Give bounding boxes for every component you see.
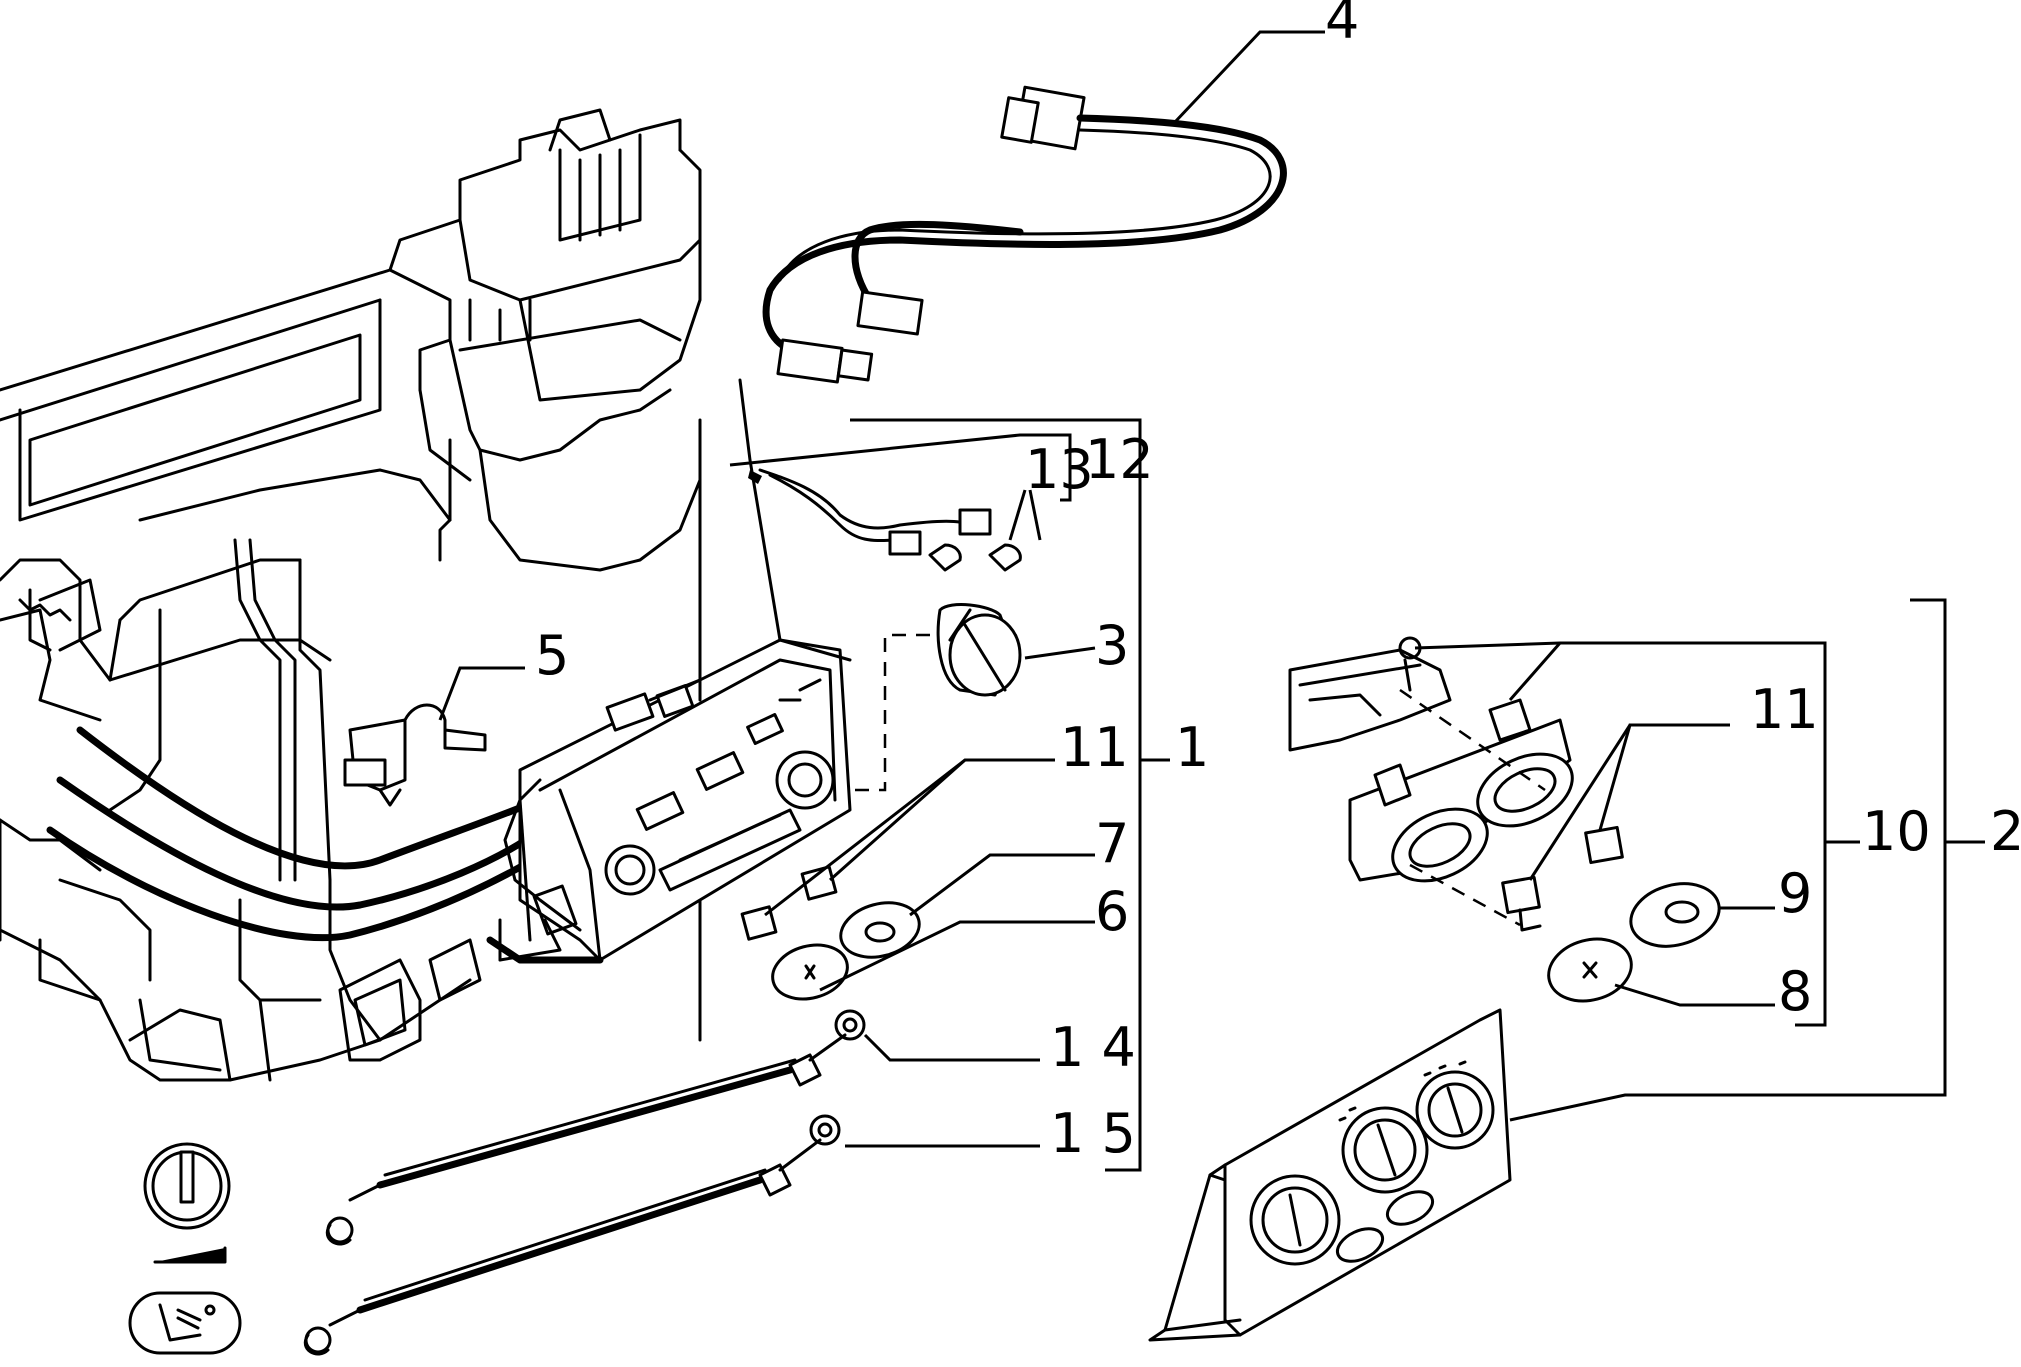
callout-3-label: 3 bbox=[1095, 614, 1129, 677]
callout-5-label: 5 bbox=[535, 624, 569, 687]
buttons-left bbox=[740, 865, 921, 1001]
callout-5: 5 bbox=[438, 624, 569, 721]
cable-bundle bbox=[46, 726, 554, 942]
callout-6: 6 bbox=[819, 880, 1129, 992]
heater-housing bbox=[0, 108, 702, 1082]
callout-6-label: 6 bbox=[1095, 880, 1129, 943]
bracket-1: 1 bbox=[850, 418, 1209, 1172]
control-cable-14 bbox=[326, 1009, 866, 1246]
callout-4-label: 4 bbox=[1325, 0, 1359, 51]
wiring-harness bbox=[762, 85, 1287, 384]
gradient-wedge-icon bbox=[153, 1246, 227, 1264]
callout-9-label: 9 bbox=[1778, 862, 1812, 925]
callout-11-left: 11 bbox=[764, 716, 1129, 917]
callout-1-label: 1 bbox=[1175, 716, 1209, 779]
panel-frame bbox=[1288, 636, 1574, 927]
callout-2-label: 2 bbox=[1990, 800, 2021, 863]
callout-8: 8 bbox=[1614, 960, 1812, 1023]
callout-11b-label: 11 bbox=[1750, 678, 1819, 741]
callout-10-label: 10 bbox=[1862, 800, 1931, 863]
seat-ventilation-icon bbox=[128, 1291, 242, 1355]
callout-15: 1 5 bbox=[845, 1102, 1136, 1165]
sub-harness bbox=[748, 468, 1022, 572]
control-cable-15 bbox=[304, 1114, 841, 1356]
callout-12-label: 12 bbox=[1085, 428, 1154, 491]
callout-8-label: 8 bbox=[1778, 960, 1812, 1023]
actuator bbox=[343, 703, 487, 807]
callout-11-right: 11 bbox=[1528, 678, 1819, 881]
callout-7: 7 bbox=[909, 812, 1129, 917]
callout-13-label: 13 bbox=[1025, 438, 1094, 501]
buttons-right bbox=[1501, 825, 1721, 1003]
bracket-10: 10 bbox=[1414, 641, 1931, 1027]
front-fascia bbox=[1148, 1008, 1512, 1342]
bracket-2: 2 bbox=[1509, 598, 2021, 1122]
callout-9: 9 bbox=[1720, 862, 1812, 925]
callout-15-label: 1 5 bbox=[1050, 1102, 1136, 1165]
callout-4: 4 bbox=[1173, 0, 1359, 124]
callout-11a-label: 11 bbox=[1060, 716, 1129, 779]
callout-7-label: 7 bbox=[1095, 812, 1129, 875]
callout-12-13: 13 12 bbox=[729, 428, 1154, 541]
rotary-knob bbox=[845, 603, 1022, 792]
temperature-knob-icon bbox=[143, 1142, 231, 1230]
control-module bbox=[486, 378, 852, 964]
callout-3: 3 bbox=[1024, 614, 1129, 677]
callout-14: 1 4 bbox=[863, 1016, 1136, 1079]
callout-14-label: 1 4 bbox=[1050, 1016, 1136, 1079]
